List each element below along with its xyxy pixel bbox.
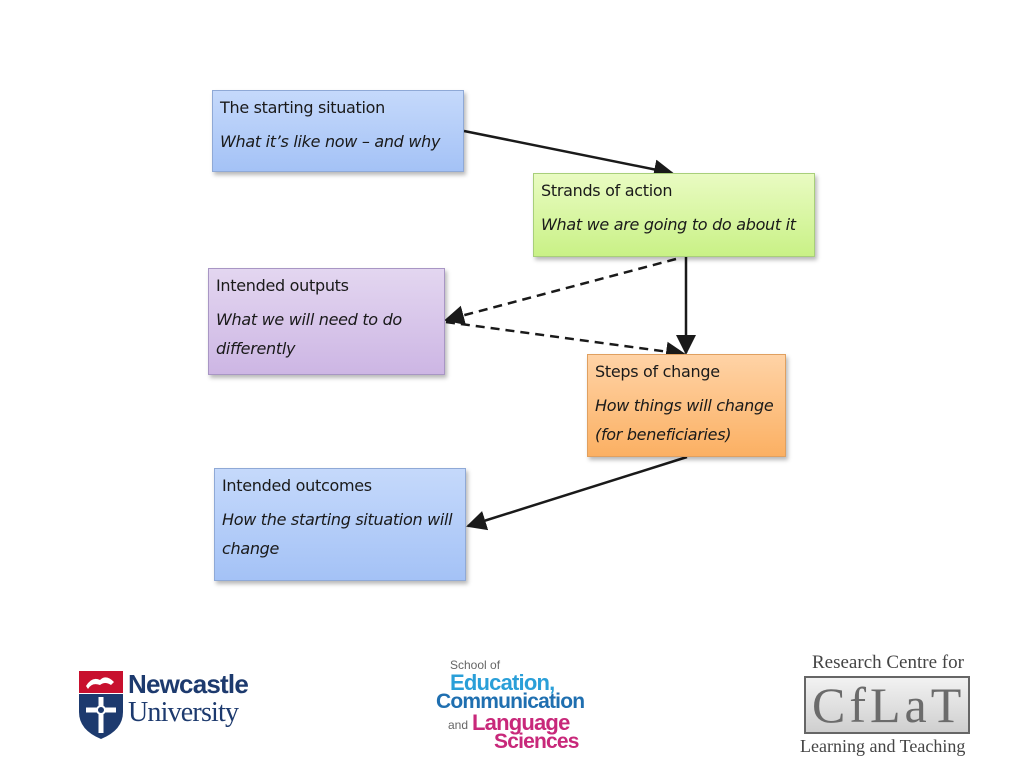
school-ecls-logo: School of Education, Communication and L… [434,656,604,756]
logo-subtitle: Learning and Teaching [800,736,966,756]
logo-language: Language [472,710,570,735]
logo-title: Research Centre for [812,652,964,673]
arrow-steps-to-outcomes [466,455,688,531]
logo-communication: Communication [436,690,585,713]
node-subtitle: What it’s like now – and why [220,132,441,151]
node-subtitle: How things will change (for beneficiarie… [595,396,774,444]
logo-education: Education, [450,670,555,695]
node-subtitle: How the starting situation will change [222,510,453,558]
logo-emblem [804,676,970,734]
logo-sciences: Sciences [494,730,579,753]
node-title: Strands of action [541,181,673,200]
node-steps-of-change: Steps of change How things will change (… [587,354,786,457]
node-title: The starting situation [220,98,385,117]
node-subtitle: What we are going to do about it [541,215,796,234]
node-strands-of-action: Strands of action What we are going to d… [533,173,815,257]
logo-letters: CfLaT [812,677,966,733]
node-intended-outputs: Intended outputs What we will need to do… [208,268,445,375]
logo-line-1: Newcastle [128,669,249,699]
node-subtitle: What we will need to do differently [216,310,402,358]
newcastle-university-logo: Newcastle University [78,670,268,740]
node-title: Intended outcomes [222,476,372,495]
arrow-starting-to-strands [463,129,674,180]
node-title: Steps of change [595,362,720,381]
node-title: Intended outputs [216,276,349,295]
arrow-strands-to-outputs [444,257,677,326]
node-intended-outcomes: Intended outcomes How the starting situa… [214,468,466,581]
logo-and: and [448,718,469,732]
logo-line-2: University [128,697,239,728]
logo-prefix: School of [450,658,501,672]
node-starting-situation: The starting situation What it’s like no… [212,90,464,172]
university-crest-icon [79,671,123,739]
arrow-outputs-to-steps [445,320,686,362]
cflat-logo: Research Centre for CfLaT Learning and T… [800,652,975,760]
